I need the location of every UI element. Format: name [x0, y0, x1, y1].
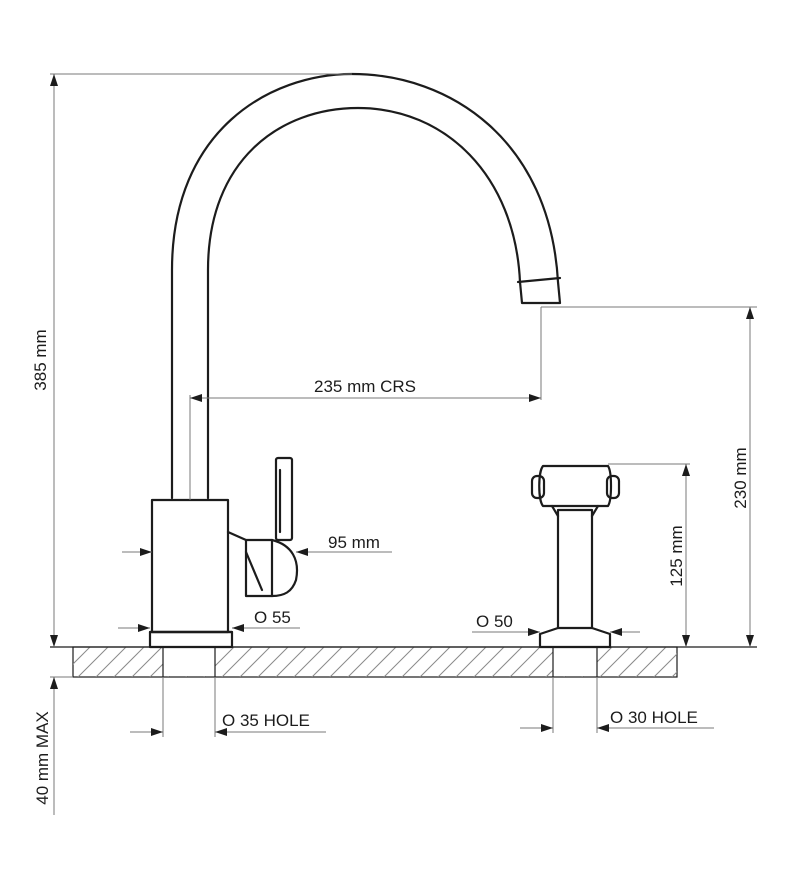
hatch-line	[455, 647, 487, 677]
tap-hole-gap	[163, 648, 215, 676]
mixer-tap	[148, 72, 562, 649]
hatch-line	[329, 647, 361, 677]
spray-stem	[556, 508, 594, 630]
hatch-line	[437, 647, 469, 677]
spout-nozzle-ring	[516, 276, 562, 284]
tap-body	[150, 498, 230, 634]
hatch-line	[257, 647, 289, 677]
spout-height-label: 230 mm	[731, 447, 750, 508]
dim-total-height: 385 mm	[31, 73, 352, 647]
hatch-line	[365, 647, 397, 677]
hatch-line	[401, 647, 433, 677]
dim-spout-height: 230 mm	[541, 306, 757, 647]
hatch-line	[617, 647, 649, 677]
hatch-line	[491, 647, 523, 677]
hatch-line	[77, 647, 109, 677]
hatch-line	[653, 653, 677, 677]
hatch-line	[73, 647, 91, 665]
hatch-line	[473, 647, 505, 677]
spray-head	[538, 464, 613, 508]
hatch-line	[131, 647, 163, 677]
base-diameter-label: O 55	[254, 608, 291, 627]
hatch-line	[383, 647, 415, 677]
spray-base	[538, 626, 612, 649]
spray-hole-label: O 30 HOLE	[610, 708, 698, 727]
dim-lever: 95 mm	[122, 533, 392, 556]
lever-label: 95 mm	[328, 533, 380, 552]
tap-hole-label: O 35 HOLE	[222, 711, 310, 730]
hatch-line	[347, 647, 379, 677]
side-spray	[530, 464, 621, 649]
dim-base-diameter: O 55	[118, 608, 300, 632]
hatch-line	[239, 647, 271, 677]
worktop-slab	[72, 646, 738, 678]
hatch-line	[690, 647, 720, 677]
hatch-line	[635, 647, 667, 677]
dim-centres: 235 mm CRS	[189, 307, 542, 500]
hatch-line	[599, 647, 631, 677]
hatch-line	[509, 647, 541, 677]
dim-max-thickness: 40 mm MAX	[33, 677, 58, 815]
tap-base-plate	[148, 630, 234, 649]
hatch-line	[95, 647, 127, 677]
hatch-line	[293, 647, 325, 677]
hatch-line	[311, 647, 343, 677]
dim-spray-height: 125 mm	[608, 463, 690, 647]
hatch-line	[275, 647, 307, 677]
centres-label: 235 mm CRS	[314, 377, 416, 396]
max-thickness-label: 40 mm MAX	[33, 711, 52, 805]
spray-hole-gap	[553, 648, 597, 676]
hatch-line	[221, 647, 253, 677]
hatch-line	[113, 647, 145, 677]
spray-base-label: O 50	[476, 612, 513, 631]
total-height-label: 385 mm	[31, 329, 50, 390]
dim-tap-hole: O 35 HOLE	[130, 677, 326, 737]
hatch-line	[419, 647, 451, 677]
hatch-line	[708, 647, 738, 677]
lever-handle	[274, 456, 294, 542]
worktop-hatching	[73, 647, 738, 677]
lever-hub	[226, 530, 299, 598]
dim-spray-hole: O 30 HOLE	[520, 677, 714, 733]
spout	[170, 72, 562, 500]
dim-spray-base: O 50	[472, 612, 640, 636]
spray-height-label: 125 mm	[667, 525, 686, 586]
